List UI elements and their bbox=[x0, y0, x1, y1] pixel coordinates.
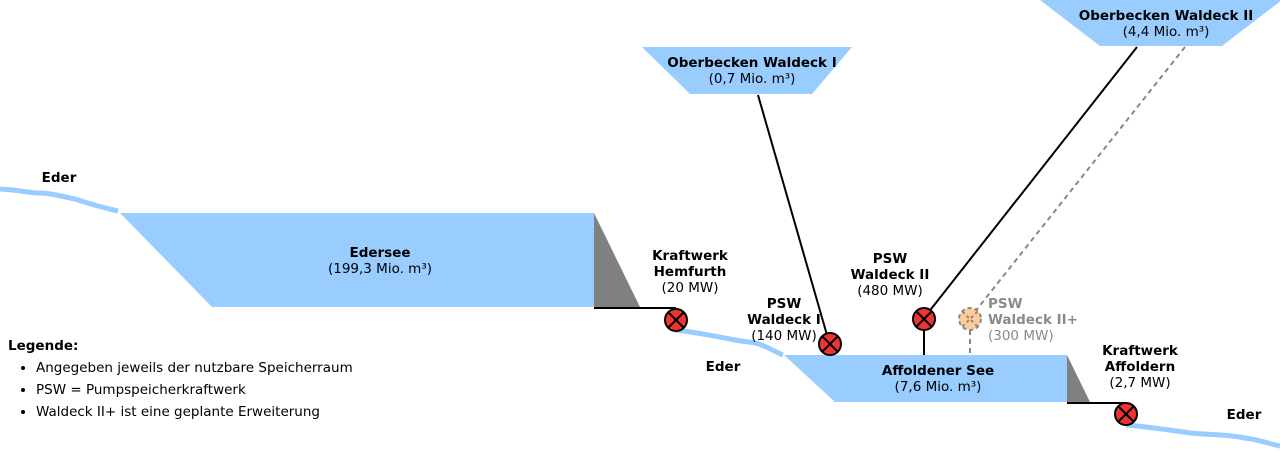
hemfurth-power: (20 MW) bbox=[661, 280, 719, 296]
river-middle bbox=[675, 327, 784, 358]
oberbecken-1-name: Oberbecken Waldeck I bbox=[667, 55, 837, 71]
waldeck2-label: PSW Waldeck II (480 MW) bbox=[851, 251, 930, 299]
river-label-middle: Eder bbox=[705, 359, 741, 375]
oberbecken-1-label: Oberbecken Waldeck I (0,7 Mio. m³) bbox=[667, 55, 837, 87]
oberbecken-2-capacity: (4,4 Mio. m³) bbox=[1122, 24, 1210, 40]
waldeck2plus-power: (300 MW) bbox=[987, 328, 1054, 344]
turbine-hemfurth-icon bbox=[664, 308, 688, 332]
river-upstream bbox=[0, 186, 119, 214]
hemfurth-label: Kraftwerk Hemfurth (20 MW) bbox=[652, 248, 728, 296]
affoldern-name: Affoldern bbox=[1104, 359, 1176, 375]
turbine-affoldern-icon bbox=[1114, 402, 1138, 426]
hemfurth-name: Hemfurth bbox=[653, 264, 727, 280]
legend-item: PSW = Pumpspeicherkraftwerk bbox=[36, 382, 353, 398]
turbine-waldeck2plus-icon bbox=[958, 307, 982, 331]
waldeck1-power: (140 MW) bbox=[751, 328, 817, 344]
waldeck2-pipe bbox=[923, 46, 1138, 319]
affoldener-dam bbox=[1067, 355, 1090, 402]
edersee-dam bbox=[594, 213, 640, 307]
edersee-name: Edersee bbox=[349, 245, 411, 261]
legend-item: Waldeck II+ ist eine geplante Erweiterun… bbox=[36, 404, 353, 420]
hemfurth-type: Kraftwerk bbox=[652, 248, 728, 264]
oberbecken-2-label: Oberbecken Waldeck II (4,4 Mio. m³) bbox=[1079, 8, 1254, 40]
waldeck2-name: Waldeck II bbox=[850, 267, 930, 283]
affoldern-power: (2,7 MW) bbox=[1109, 375, 1171, 391]
edersee-capacity: (199,3 Mio. m³) bbox=[327, 261, 433, 277]
affoldener-name: Affoldener See bbox=[881, 363, 995, 379]
affoldener-label: Affoldener See (7,6 Mio. m³) bbox=[882, 363, 994, 395]
river-label-downstream: Eder bbox=[1226, 407, 1262, 423]
waldeck1-pipe bbox=[757, 94, 830, 343]
waldeck2plus-label: PSW Waldeck II+ (300 MW) bbox=[988, 296, 1078, 344]
edersee-label: Edersee (199,3 Mio. m³) bbox=[328, 245, 432, 277]
affoldern-type: Kraftwerk bbox=[1102, 343, 1178, 359]
legend: Legende: Angegeben jeweils der nutzbare … bbox=[8, 338, 353, 426]
waldeck1-type: PSW bbox=[766, 296, 802, 312]
oberbecken-2-reservoir bbox=[1040, 0, 1280, 46]
waldeck2plus-type: PSW bbox=[987, 296, 1023, 312]
oberbecken-2-name: Oberbecken Waldeck II bbox=[1078, 8, 1254, 24]
waldeck1-name: Waldeck I bbox=[747, 312, 821, 328]
edersee-reservoir bbox=[120, 213, 594, 307]
waldeck2-power: (480 MW) bbox=[857, 283, 923, 299]
legend-item: Angegeben jeweils der nutzbare Speicherr… bbox=[36, 360, 353, 376]
waldeck2plus-pipe bbox=[969, 46, 1186, 319]
oberbecken-1-capacity: (0,7 Mio. m³) bbox=[708, 71, 796, 87]
affoldern-label: Kraftwerk Affoldern (2,7 MW) bbox=[1102, 343, 1178, 391]
river-label-upstream: Eder bbox=[41, 170, 77, 186]
waldeck1-label: PSW Waldeck I (140 MW) bbox=[747, 296, 821, 344]
waldeck2-type: PSW bbox=[872, 251, 908, 267]
waldeck2plus-name: Waldeck II+ bbox=[987, 312, 1079, 328]
affoldener-capacity: (7,6 Mio. m³) bbox=[894, 379, 982, 395]
turbine-waldeck1-icon bbox=[818, 332, 842, 356]
river-downstream bbox=[1125, 422, 1280, 449]
turbine-waldeck2-icon bbox=[912, 307, 936, 331]
oberbecken-1-reservoir bbox=[642, 47, 852, 94]
affoldener-reservoir bbox=[784, 355, 1067, 402]
legend-title: Legende: bbox=[8, 338, 79, 354]
